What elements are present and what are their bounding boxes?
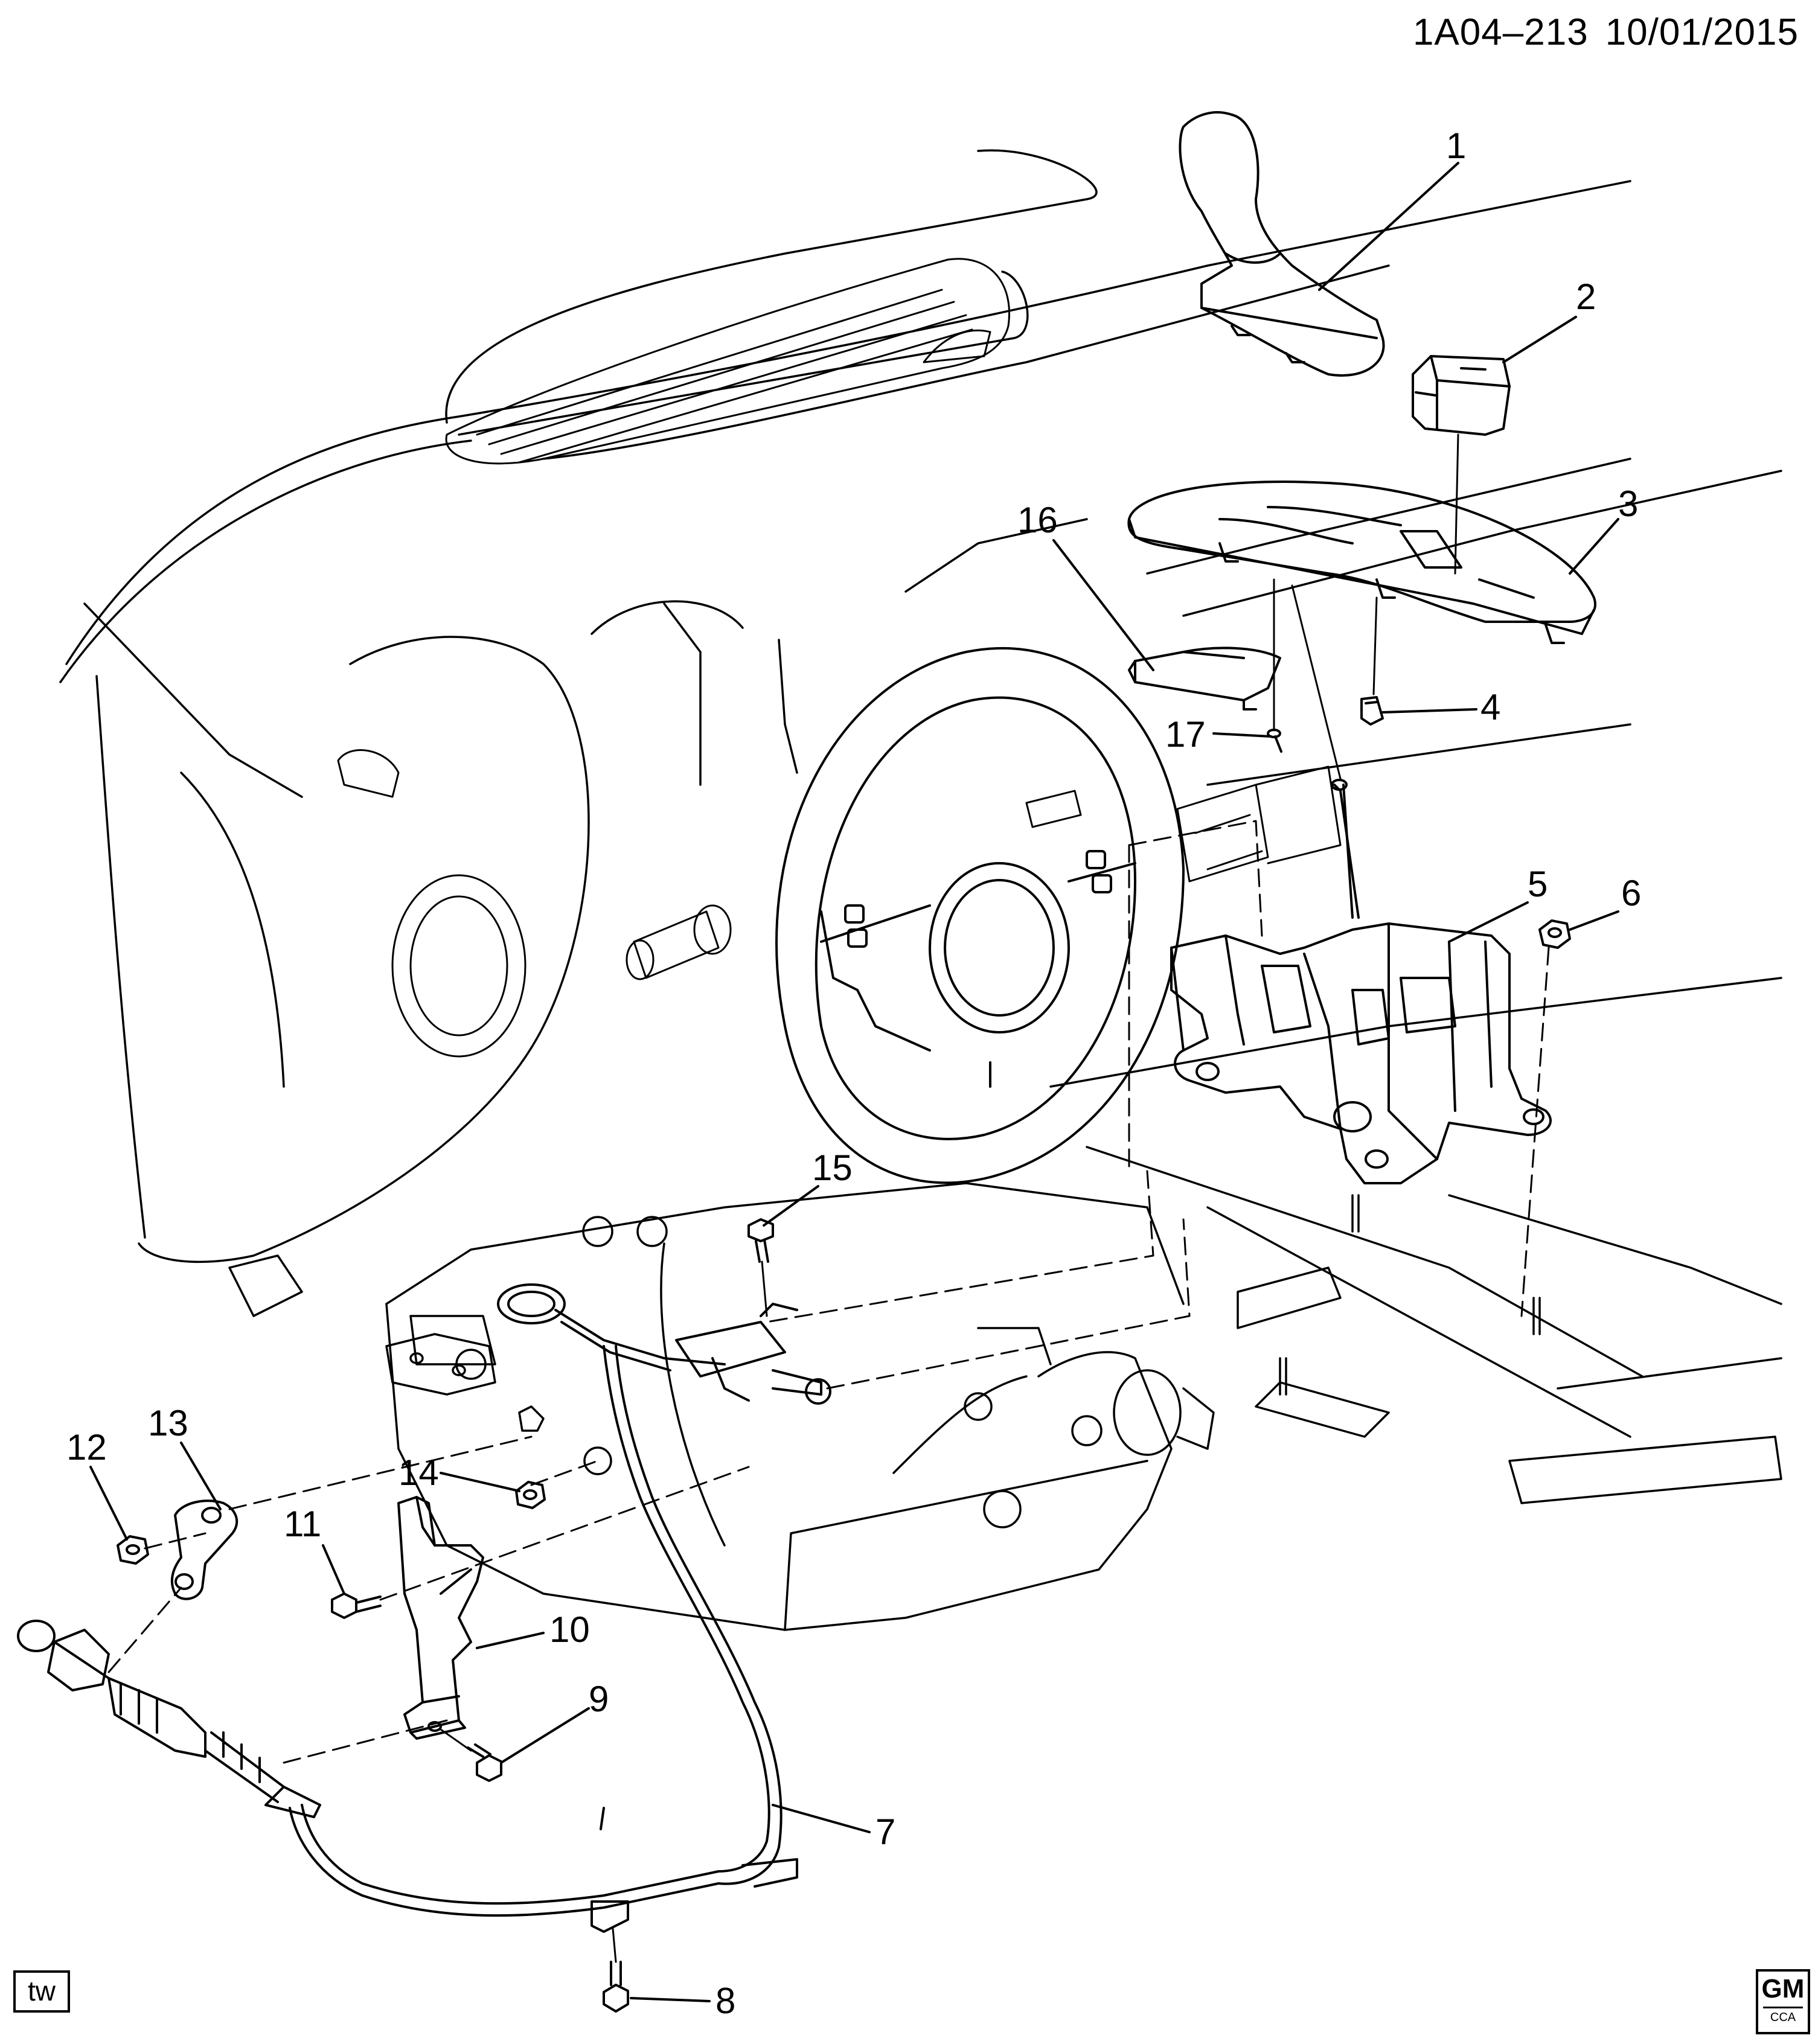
transmission-bracket <box>385 1333 545 1432</box>
callout-15: 15 <box>812 1148 853 1188</box>
callout-1: 1 <box>1446 126 1466 166</box>
shift-cable <box>289 1345 798 1933</box>
gm-logo-text: GM <box>1761 1974 1805 2004</box>
console-bezel-insert <box>1128 647 1281 711</box>
bolt-11 <box>331 1592 382 1619</box>
shift-knob <box>1179 111 1385 377</box>
callout-8: 8 <box>715 1981 735 2021</box>
retainer-clip <box>1360 696 1384 726</box>
shift-lever <box>170 1499 238 1600</box>
gm-logo: GM CCA <box>1756 1969 1810 2034</box>
bolt-9 <box>467 1743 502 1782</box>
nut-14 <box>515 1481 546 1509</box>
leader-lines <box>89 162 1619 2002</box>
footer-tag: tw <box>13 1970 70 2013</box>
diagram-header: 1A04–213 10/01/2015 <box>1413 11 1799 54</box>
nut-6 <box>1538 919 1571 949</box>
callout-12: 12 <box>66 1427 107 1468</box>
gm-logo-subtext: CCA <box>1763 2007 1803 2026</box>
callout-13: 13 <box>148 1403 188 1443</box>
cable-bracket <box>397 1496 484 1740</box>
callout-17: 17 <box>1165 714 1206 755</box>
diagram-code: 1A04–213 <box>1412 11 1589 53</box>
callout-14: 14 <box>398 1452 439 1493</box>
nut-12 <box>117 1535 149 1565</box>
callout-9: 9 <box>589 1679 609 1719</box>
dashboard-outline <box>59 149 1782 1504</box>
callout-10: 10 <box>549 1609 590 1650</box>
steering-wheel <box>775 647 1185 1184</box>
callout-11: 11 <box>284 1504 321 1544</box>
callout-4: 4 <box>1480 687 1500 727</box>
callout-16: 16 <box>1017 500 1058 540</box>
shift-switch <box>1412 355 1511 436</box>
diagram-date: 10/01/2015 <box>1605 11 1799 53</box>
floor-studs <box>1279 1194 1541 1396</box>
shift-cable-lower-end <box>17 1620 321 1818</box>
callout-7: 7 <box>875 1812 895 1852</box>
callout-6: 6 <box>1621 873 1641 913</box>
side-air-vent <box>337 749 527 1058</box>
bolt-8 <box>603 1961 629 2013</box>
bolt-15 <box>747 1218 774 1263</box>
instrument-panel-detail <box>1025 765 1342 883</box>
callout-5: 5 <box>1528 864 1548 904</box>
screw-17 <box>1267 729 1282 753</box>
callout-labels: 1 2 3 4 5 6 7 8 9 10 11 12 13 14 15 16 1… <box>66 126 1641 2021</box>
shift-cable-upper-end <box>497 1283 831 1405</box>
assembly-lines <box>107 433 1550 1963</box>
callout-3: 3 <box>1618 484 1638 524</box>
console-trim-plate <box>1127 481 1596 644</box>
callout-2: 2 <box>1576 276 1596 317</box>
ignition-switch <box>626 904 732 980</box>
shifter-control-assembly <box>1170 779 1552 1184</box>
defroster-grille <box>445 258 1010 465</box>
transmission-housing <box>228 1182 1215 1631</box>
